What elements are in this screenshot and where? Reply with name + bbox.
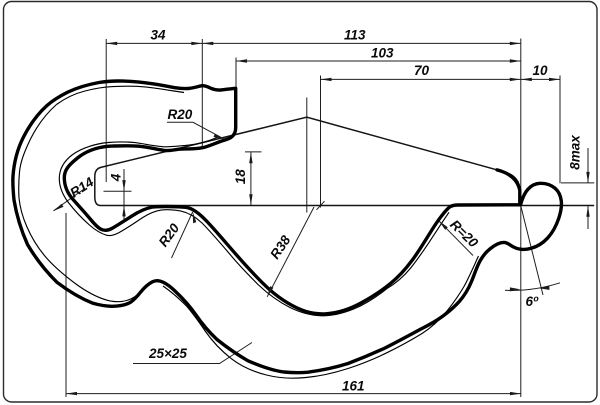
svg-text:113: 113: [344, 28, 366, 43]
svg-text:70: 70: [414, 63, 430, 78]
svg-text:34: 34: [151, 28, 167, 43]
svg-text:6º: 6º: [526, 294, 540, 309]
svg-text:10: 10: [533, 63, 549, 78]
svg-text:R20: R20: [168, 107, 193, 122]
svg-text:8max: 8max: [567, 135, 582, 170]
svg-text:18: 18: [233, 169, 248, 185]
svg-text:4: 4: [108, 173, 123, 182]
svg-text:161: 161: [342, 379, 365, 394]
svg-text:25×25: 25×25: [148, 346, 187, 361]
svg-text:103: 103: [371, 46, 394, 61]
